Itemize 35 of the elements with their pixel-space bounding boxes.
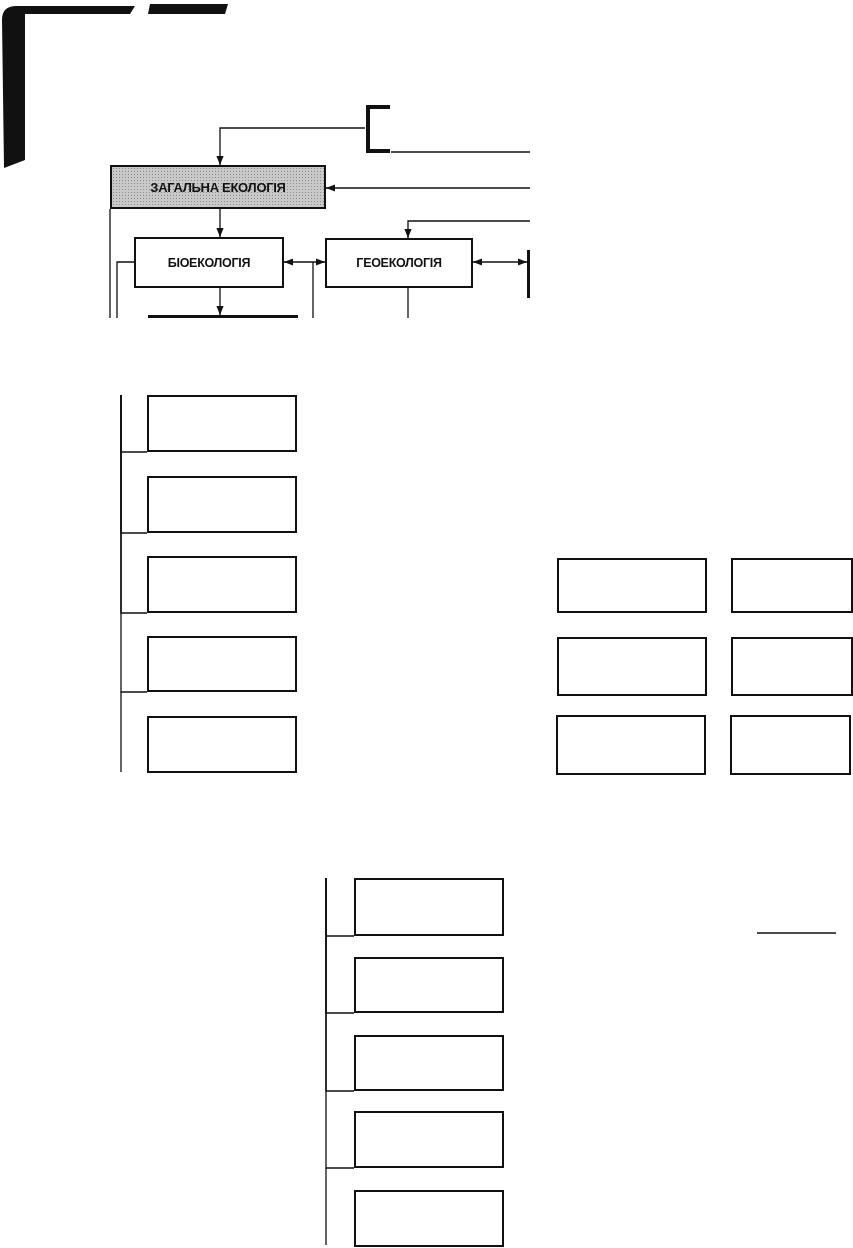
arrow (325, 184, 531, 192)
empty-box (147, 716, 297, 773)
empty-box (556, 715, 706, 775)
empty-box (354, 957, 504, 1013)
empty-box (147, 395, 297, 452)
empty-box (354, 878, 504, 936)
empty-box (730, 715, 851, 775)
empty-box (354, 1190, 504, 1247)
connector-line (109, 208, 111, 319)
bracket-shape (365, 105, 391, 153)
empty-box (147, 636, 297, 692)
empty-box (147, 476, 297, 533)
empty-box (354, 1035, 504, 1091)
connector-line (407, 287, 409, 319)
arrow (216, 287, 224, 316)
connector-line (120, 394, 148, 693)
empty-box (557, 558, 707, 613)
connector-line (116, 261, 135, 319)
category-box: БІОЕКОЛОГІЯ (134, 237, 284, 288)
category-box: ЗАГАЛЬНА ЕКОЛОГІЯ (110, 165, 326, 209)
arrow (404, 220, 531, 239)
arrow (216, 208, 224, 238)
connector-line (325, 877, 355, 1169)
partial-box (527, 250, 530, 298)
empty-box (557, 637, 707, 696)
arrow (216, 127, 366, 166)
category-box: ГЕОЕКОЛОГІЯ (325, 238, 473, 288)
empty-box (731, 637, 853, 696)
partial-box (148, 315, 298, 318)
arrow (283, 258, 326, 266)
empty-box (731, 558, 853, 613)
empty-box (147, 556, 297, 613)
empty-box (354, 1111, 504, 1168)
connector-line (390, 151, 531, 153)
arrow (472, 258, 528, 266)
